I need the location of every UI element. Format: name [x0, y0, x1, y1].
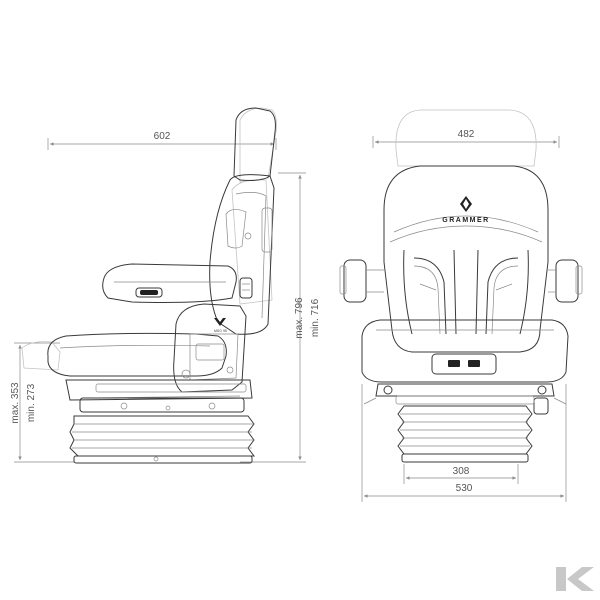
- side-seat-cushion: [47, 332, 227, 377]
- brand-label: GRAMMER: [442, 217, 489, 224]
- base-max-height-label: max. 353: [10, 382, 21, 424]
- front-seat-cushion: [361, 319, 569, 383]
- side-backrest: [209, 174, 275, 335]
- side-view: 602 max. 796 min. 716 max. 353 min. 273: [10, 107, 321, 464]
- side-ghost-outline: [21, 107, 277, 371]
- front-base-outer-width-label: 530: [456, 483, 473, 494]
- side-max-height-label: max. 796: [294, 297, 305, 339]
- front-suspension: [363, 383, 567, 415]
- side-width-label: 602: [154, 131, 171, 142]
- front-view: 482 GRAMMER: [339, 109, 583, 502]
- side-bellows: [69, 415, 255, 464]
- side-height-dimension: max. 796 min. 716: [240, 172, 321, 463]
- side-seat-badge: MSG 95: [214, 329, 227, 333]
- side-lumbar-knob: [239, 277, 253, 299]
- side-suspension-plate: [65, 379, 253, 401]
- side-headrest: [233, 107, 276, 181]
- front-headrest-width-label: 482: [458, 129, 475, 140]
- grammer-logo: [460, 196, 472, 212]
- kramp-k-logo-icon: [556, 567, 594, 591]
- front-right-armrest: [555, 259, 579, 303]
- front-backrest-contours: [403, 249, 529, 335]
- side-min-height-label: min. 716: [310, 298, 321, 337]
- front-left-armrest: [343, 259, 367, 303]
- front-headrest-dimension: 482: [372, 129, 560, 148]
- side-armrest: [102, 263, 237, 303]
- front-bellows: [397, 405, 533, 463]
- front-headrest-ghost: [395, 109, 537, 167]
- front-backrest: [383, 165, 549, 353]
- side-width-dimension: 602: [47, 131, 277, 150]
- front-base-inner-width-label: 308: [453, 466, 470, 477]
- base-height-dimension: max. 353 min. 273: [10, 342, 75, 463]
- side-recline-panel: [173, 303, 247, 393]
- base-min-height-label: min. 273: [26, 383, 37, 422]
- front-base-outer-dimension: 530: [361, 384, 567, 502]
- front-base-inner-dimension: 308: [403, 464, 519, 484]
